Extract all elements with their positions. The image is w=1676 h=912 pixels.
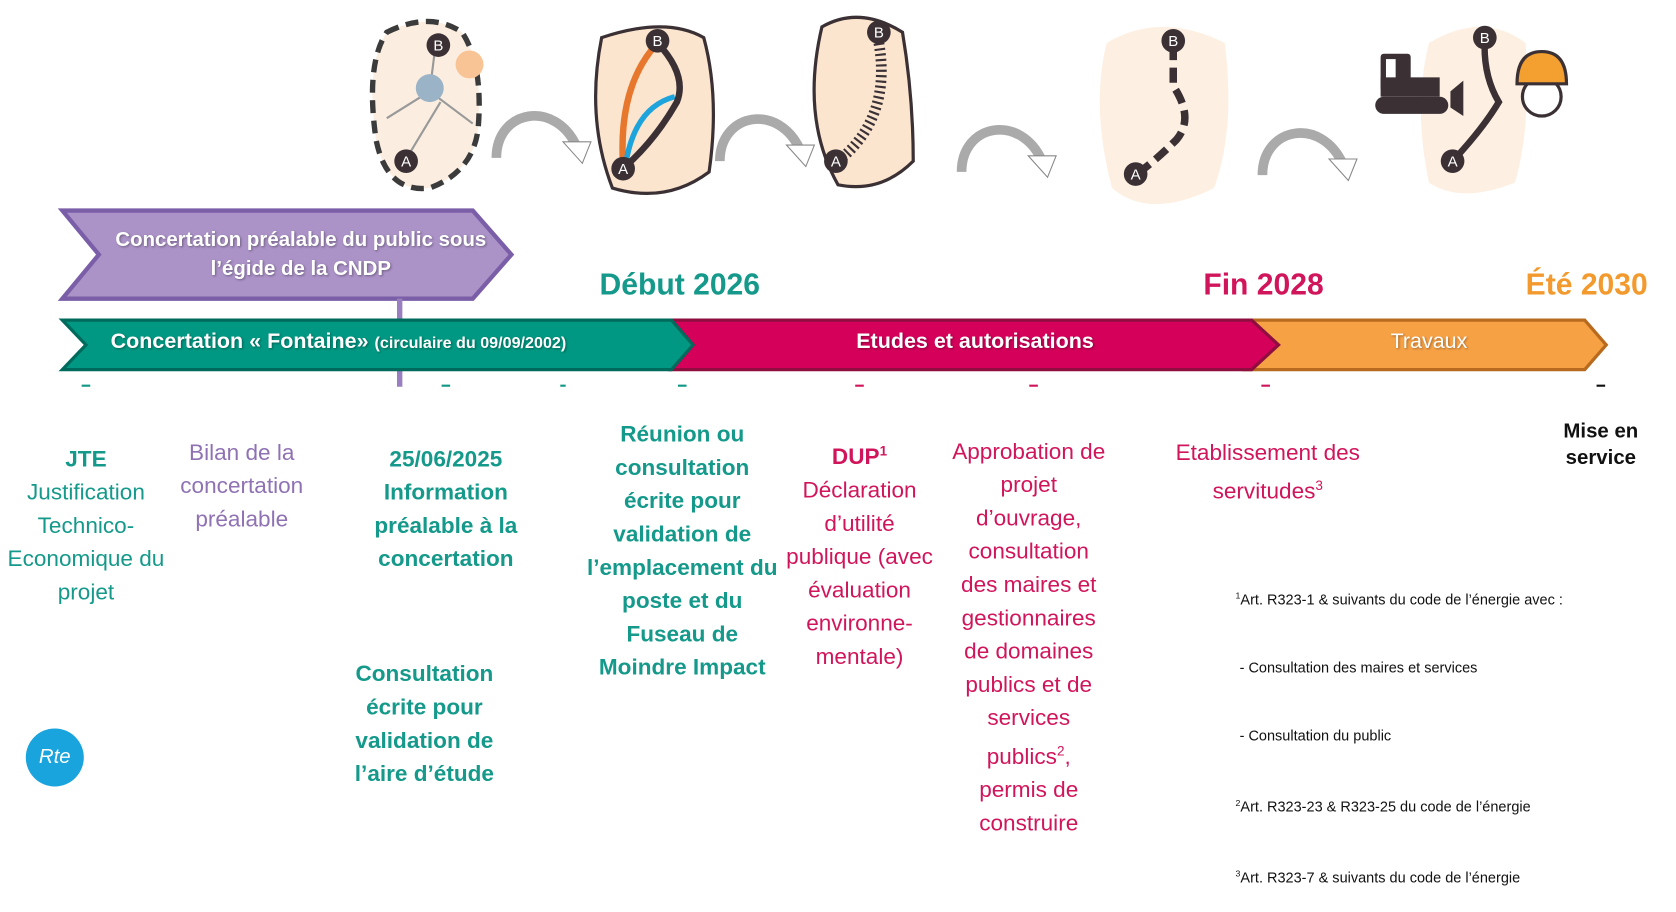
- footnote: 2Art. R323-23 & R323-25 du code de l’éne…: [1236, 791, 1563, 817]
- etudes-label: Etudes et autorisations: [856, 329, 1094, 354]
- info-desc: Information préalable à la concertation: [374, 480, 518, 572]
- map-corridors-icon: [594, 25, 716, 195]
- jte-desc: Justification Technico-Economique du pro…: [7, 480, 165, 605]
- footnote: 1Art. R323-1 & suivants du code de l’éne…: [1236, 584, 1563, 610]
- event-reunion: Réunion ou consultation écrite pour vali…: [586, 422, 778, 681]
- map-fuseau-icon: [812, 15, 915, 189]
- footnote: 3Art. R323-7 & suivants du code de l’éne…: [1236, 863, 1563, 889]
- event-consultation-aire: Consultation écrite pour validation de l…: [354, 661, 494, 787]
- servitudes-sup: 3: [1315, 478, 1323, 494]
- prealable-label: Concertation préalable du public sous l’…: [115, 228, 487, 281]
- arrow-icon: [496, 116, 591, 163]
- footnote-text: Art. R323-1 & suivants du code de l’éner…: [1240, 591, 1563, 608]
- footnotes: 1Art. R323-1 & suivants du code de l’éne…: [1236, 539, 1563, 911]
- event-servitudes: Etablissement des servitudes3: [1171, 436, 1364, 508]
- jte-title: JTE: [65, 446, 107, 472]
- milestone-fin-2028: Fin 2028: [1203, 267, 1324, 301]
- arrow-icon: [1262, 133, 1357, 180]
- map-trace-icon: [1099, 26, 1229, 205]
- bulldozer-icon: [1375, 53, 1464, 117]
- tick-markers: [81, 384, 1606, 387]
- footnote: - Consultation du public: [1236, 724, 1563, 747]
- dup-desc: Déclaration d’utilité publique (avec éva…: [786, 478, 933, 670]
- arrow-icon: [720, 119, 815, 166]
- map-works-icon: [1375, 25, 1569, 194]
- approbation-sup: 2: [1056, 743, 1065, 759]
- event-jte: JTE Justification Technico-Economique du…: [0, 443, 172, 610]
- fontaine-phase-arrow: [58, 318, 696, 372]
- event-dup: DUP1 Déclaration d’utilité publique (ave…: [784, 435, 934, 674]
- footnote-sup: 1: [1235, 590, 1241, 601]
- dup-title: DUP: [831, 444, 880, 470]
- fontaine-label: Concertation « Fontaine» (circulaire du …: [111, 330, 567, 355]
- milestone-debut-2026: Début 2026: [599, 267, 761, 301]
- map-study-area-icon: [369, 18, 484, 192]
- footnote-text: - Consultation des maires et services: [1235, 659, 1478, 676]
- fontaine-note: (circulaire du 09/09/2002): [374, 334, 567, 353]
- travaux-label: Travaux: [1390, 329, 1468, 354]
- milestone-ete-2030: Été 2030: [1525, 267, 1648, 301]
- event-bilan: Bilan de la concertation préalable: [180, 440, 304, 532]
- event-approbation: Approbation de projet d’ouvrage, consult…: [951, 435, 1107, 840]
- dup-sup: 1: [879, 443, 888, 459]
- fontaine-title: Concertation « Fontaine»: [110, 329, 369, 354]
- rte-logo: Rte: [25, 728, 84, 787]
- event-mise-en-service: Mise en service: [1563, 420, 1639, 470]
- servitudes-text: Etablissement des servitudes: [1175, 440, 1360, 504]
- info-date: 25/06/2025: [389, 446, 503, 472]
- approbation-text: Approbation de projet d’ouvrage, consult…: [952, 439, 1106, 770]
- arrow-icon: [962, 130, 1057, 177]
- event-information: 25/06/2025 Information préalable à la co…: [349, 443, 542, 576]
- footnote-text: Art. R323-7 & suivants du code de l’éner…: [1240, 869, 1521, 886]
- footnote: - Consultation des maires et services: [1236, 656, 1563, 679]
- worker-helmet-icon: [1515, 49, 1569, 118]
- phase-bars: [57, 208, 1609, 387]
- illustrations: A B: [369, 15, 1569, 205]
- footnote-text: - Consultation du public: [1235, 726, 1392, 743]
- prealable-phase-arrow: [57, 208, 515, 301]
- timeline-diagram: A B: [0, 15, 1648, 886]
